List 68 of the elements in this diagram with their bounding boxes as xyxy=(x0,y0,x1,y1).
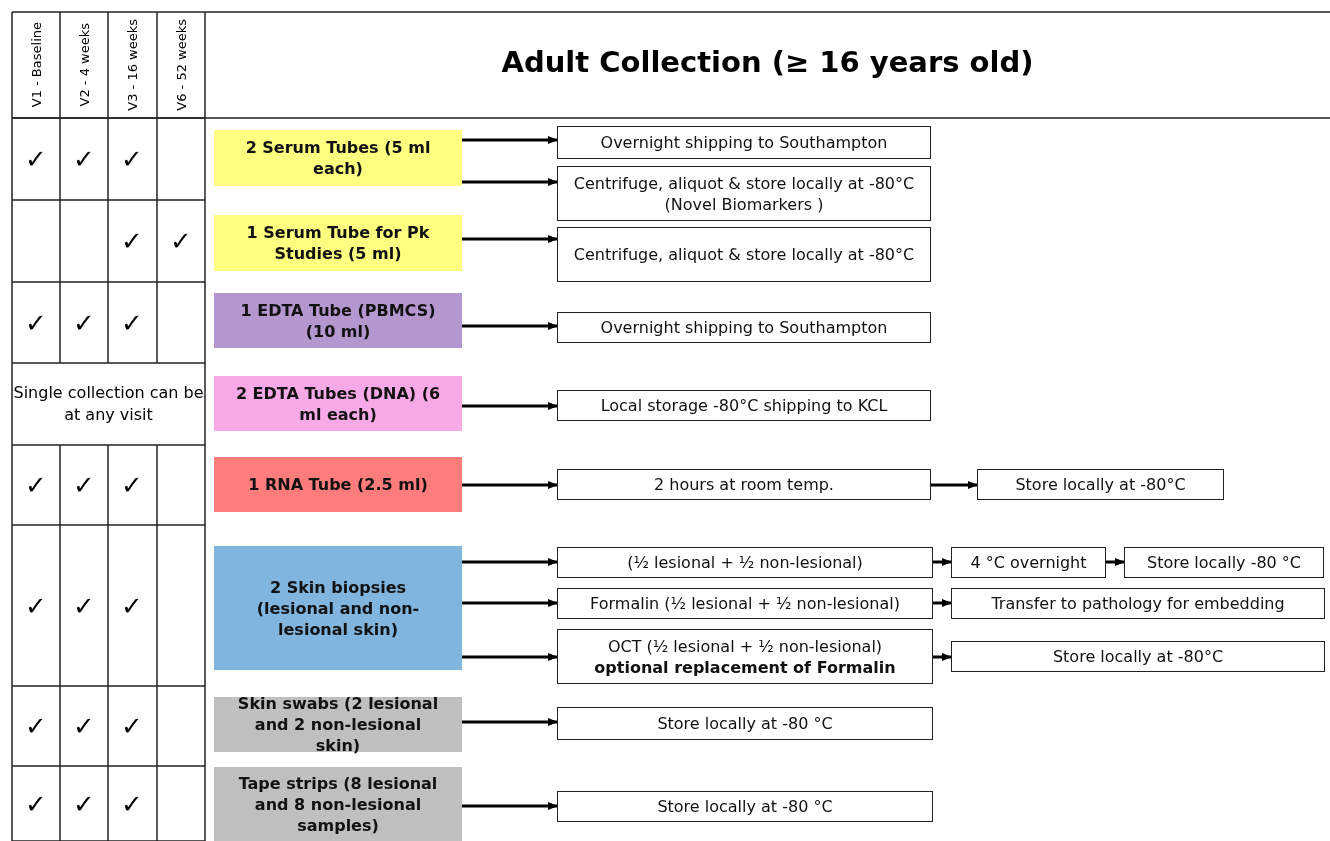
sample-box: 2 Serum Tubes (5 ml each) xyxy=(214,130,462,186)
arrow xyxy=(933,599,952,607)
check-mark: ✓ xyxy=(25,590,47,621)
arrow xyxy=(462,402,558,410)
box-text: OCT (½ lesional + ½ non-lesional) xyxy=(607,635,883,657)
check-mark: ✓ xyxy=(121,711,143,741)
process-box: 4 °C overnight xyxy=(951,547,1106,578)
arrow xyxy=(933,653,952,661)
check-mark: ✓ xyxy=(25,307,47,338)
process-box: Store locally at -80°C xyxy=(977,469,1224,500)
check-mark: ✓ xyxy=(73,144,95,174)
process-box: (½ lesional + ½ non-lesional) xyxy=(557,547,933,578)
process-box: Transfer to pathology for embedding xyxy=(951,588,1325,619)
check-mark: ✓ xyxy=(73,788,95,819)
process-box: Store locally at -80 °C xyxy=(557,707,933,740)
arrow xyxy=(462,599,558,607)
process-box: Local storage -80°C shipping to KCL xyxy=(557,390,931,421)
arrow xyxy=(462,653,558,661)
process-box: Centrifuge, aliquot & store locally at -80°C xyxy=(557,227,931,282)
arrow xyxy=(933,558,952,566)
column-header: V1 - Baseline xyxy=(28,22,44,108)
arrow xyxy=(931,481,978,489)
box-text: optional replacement of Formalin xyxy=(594,656,896,678)
title: Adult Collection (≥ 16 years old) xyxy=(501,45,1034,79)
check-mark: ✓ xyxy=(121,144,143,174)
arrow xyxy=(462,322,558,330)
check-mark: ✓ xyxy=(73,711,95,741)
arrow xyxy=(462,558,558,566)
check-mark: ✓ xyxy=(73,590,95,621)
sample-box: 1 Serum Tube for Pk Studies (5 ml) xyxy=(214,215,462,271)
process-box: Overnight shipping to Southampton xyxy=(557,126,931,159)
check-mark: ✓ xyxy=(25,711,47,741)
process-box: 2 hours at room temp. xyxy=(557,469,931,500)
sample-box: 2 Skin biopsies (lesional and non-lesional skin) xyxy=(214,546,462,670)
sample-box: Skin swabs (2 lesional and 2 non-lesional skin) xyxy=(214,697,462,752)
arrow xyxy=(462,802,558,810)
check-mark: ✓ xyxy=(25,144,47,174)
cell-note: Single collection can be at any visit xyxy=(12,382,205,426)
process-box: Store locally at -80°C xyxy=(951,641,1325,672)
process-box xyxy=(557,629,933,684)
process-box: Store locally -80 °C xyxy=(1124,547,1324,578)
column-header: V2 - 4 weeks xyxy=(76,23,92,107)
check-mark: ✓ xyxy=(25,470,47,500)
check-mark: ✓ xyxy=(73,470,95,500)
sample-box: 1 EDTA Tube (PBMCS) (10 ml) xyxy=(214,293,462,348)
check-mark: ✓ xyxy=(121,470,143,500)
check-mark: ✓ xyxy=(170,226,192,256)
process-box: Centrifuge, aliquot & store locally at -80°C (Novel Biomarkers ) xyxy=(557,166,931,221)
sample-box: 2 EDTA Tubes (DNA) (6 ml each) xyxy=(214,376,462,431)
arrow xyxy=(462,718,558,726)
check-mark: ✓ xyxy=(121,788,143,819)
arrow xyxy=(462,136,558,144)
process-box: Store locally at -80 °C xyxy=(557,791,933,822)
column-header: V6 - 52 weeks xyxy=(173,19,189,111)
arrow xyxy=(462,178,558,186)
process-box: Formalin (½ lesional + ½ non-lesional) xyxy=(557,588,933,619)
check-mark: ✓ xyxy=(73,307,95,338)
check-mark: ✓ xyxy=(121,307,143,338)
check-mark: ✓ xyxy=(121,590,143,621)
process-box: Overnight shipping to Southampton xyxy=(557,312,931,343)
column-header: V3 - 16 weeks xyxy=(124,19,140,111)
sample-box: Tape strips (8 lesional and 8 non-lesional samples) xyxy=(214,767,462,841)
sample-box: 1 RNA Tube (2.5 ml) xyxy=(214,457,462,512)
arrow xyxy=(462,235,558,243)
check-mark: ✓ xyxy=(25,788,47,819)
check-mark: ✓ xyxy=(121,226,143,256)
arrow xyxy=(1106,558,1125,566)
arrow xyxy=(462,481,558,489)
